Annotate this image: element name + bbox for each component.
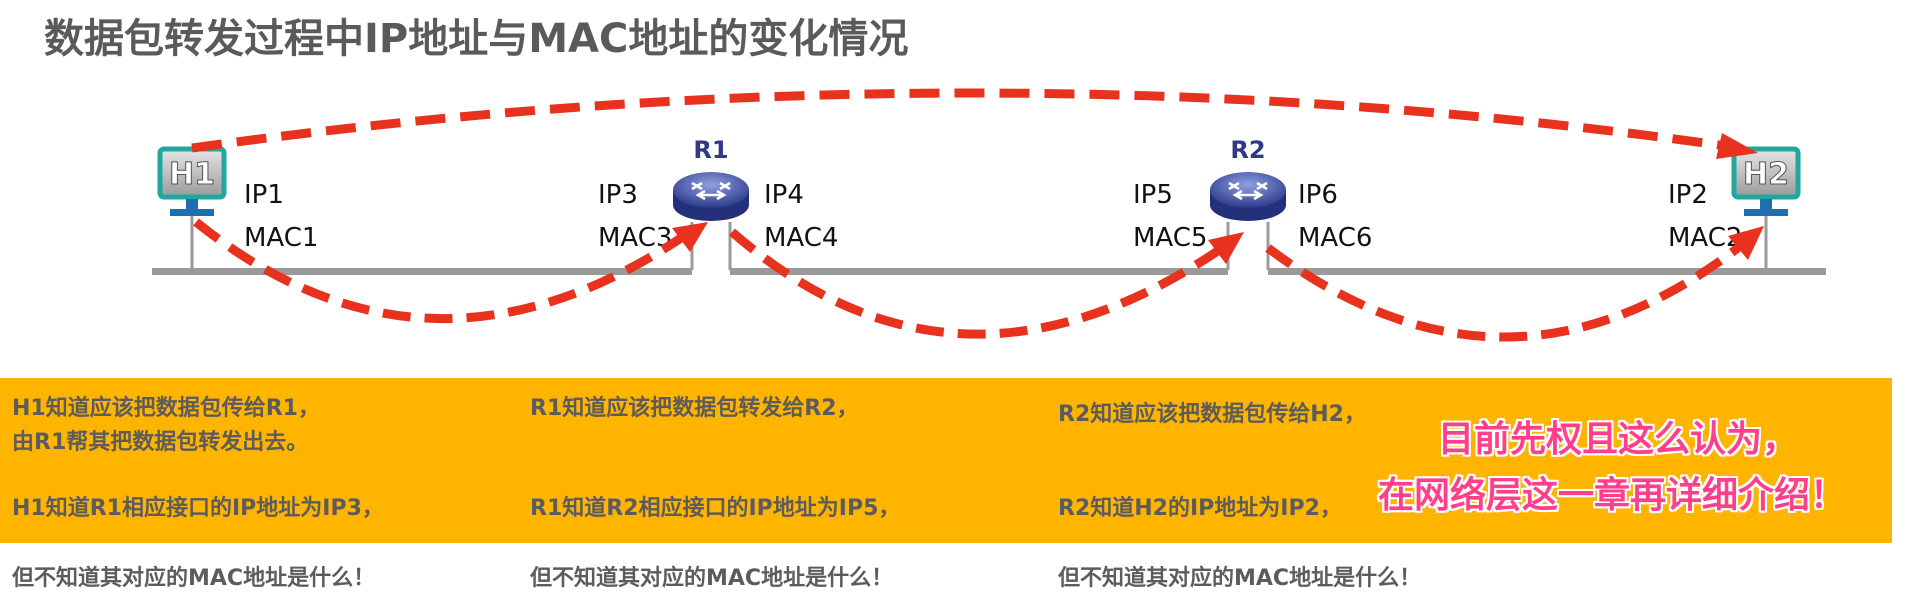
hop2-arrowhead <box>1208 232 1244 264</box>
r2-left-mac-label: MAC5 <box>1133 223 1207 253</box>
overlay-line2: 在网络层这一章再详细介绍！ <box>1378 475 1847 516</box>
r1-right-ip-label: IP4 <box>764 180 804 210</box>
r1-left-ip-label: IP3 <box>598 180 638 210</box>
host-h1-icon: H1 <box>157 146 227 216</box>
r1-right-mac-label: MAC4 <box>764 223 838 253</box>
r1-left-mac-label: MAC3 <box>598 223 672 253</box>
note-col1-line4: 但不知道其对应的MAC地址是什么！ <box>12 566 376 591</box>
link-r1-r2 <box>730 268 1228 275</box>
r2-right-ip-label: IP6 <box>1298 180 1338 210</box>
hop2-arrow <box>729 228 1231 339</box>
router-r1-icon <box>673 172 749 221</box>
hop3-arrow <box>1265 236 1751 342</box>
hop1-arrowhead <box>672 222 708 252</box>
r2-left-ip-label: IP5 <box>1133 180 1173 210</box>
link-h1-r1 <box>152 268 692 275</box>
host-h2-label: H2 <box>1743 157 1789 192</box>
note-col2-line3: R1知道R2相应接口的IP地址为IP5， <box>530 496 901 521</box>
overlay-line1: 目前先权且这么认为， <box>1438 419 1799 460</box>
router-r1-label: R1 <box>693 136 728 164</box>
note-col3-line3: R2知道H2的IP地址为IP2， <box>1058 496 1342 521</box>
note-col2-line1: R1知道应该把数据包转发给R2， <box>530 396 859 421</box>
router-r2-icon <box>1210 172 1286 221</box>
note-col3-line1: R2知道应该把数据包传给H2， <box>1058 402 1366 427</box>
hop3-arrowhead <box>1728 226 1764 260</box>
note-col1-line2: 由R1帮其把数据包转发出去。 <box>12 430 309 455</box>
host-h2-icon: H2 <box>1731 146 1801 216</box>
r2-right-mac-label: MAC6 <box>1298 223 1372 253</box>
end-to-end-arrowhead <box>1716 133 1758 159</box>
hop1-arrow <box>193 218 693 323</box>
notes-band <box>0 378 1892 543</box>
note-col1-line3: H1知道R1相应接口的IP地址为IP3， <box>12 496 384 521</box>
link-r2-h2 <box>1268 268 1826 275</box>
page-title: 数据包转发过程中IP地址与MAC地址的变化情况 <box>44 16 909 62</box>
router-r2-label: R2 <box>1230 136 1265 164</box>
h1-ip-label: IP1 <box>244 180 284 210</box>
h1-mac-label: MAC1 <box>244 223 318 253</box>
note-col3-line4: 但不知道其对应的MAC地址是什么！ <box>1058 566 1422 591</box>
end-to-end-arrow <box>191 88 1741 153</box>
note-col2-line4: 但不知道其对应的MAC地址是什么！ <box>530 566 894 591</box>
host-h1-label: H1 <box>169 157 215 192</box>
h2-ip-label: IP2 <box>1668 180 1708 210</box>
note-col1-line1: H1知道应该把数据包传给R1， <box>12 396 320 421</box>
